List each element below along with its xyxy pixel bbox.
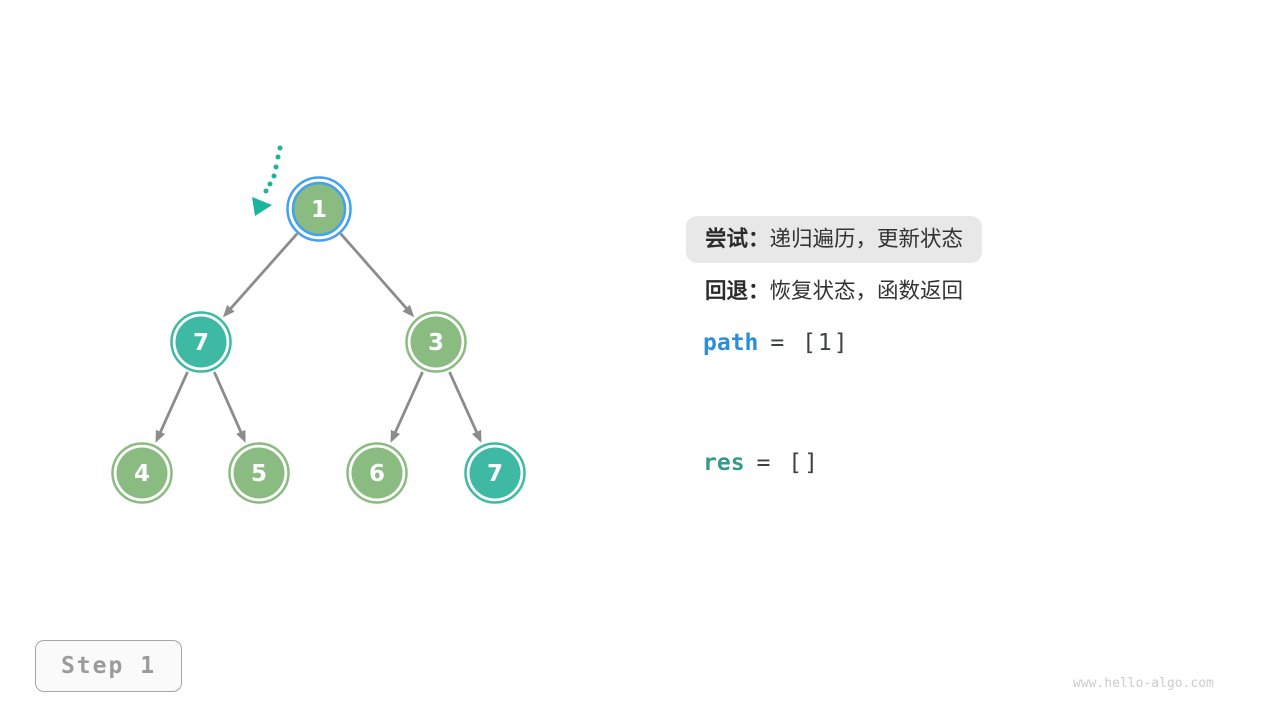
tree-edge bbox=[448, 371, 478, 434]
tree-edge bbox=[213, 371, 243, 434]
tree-node-label: 7 bbox=[193, 330, 209, 356]
legend-try-text: 递归遍历，更新状态 bbox=[769, 227, 964, 251]
tree-node bbox=[175, 316, 227, 368]
tree-edge-arrowhead bbox=[471, 429, 482, 443]
res-variable-name: res bbox=[703, 450, 745, 476]
tree-edge-arrowhead bbox=[236, 429, 246, 443]
path-state: path = [1] bbox=[703, 327, 850, 359]
tree-edge-arrowhead bbox=[155, 429, 166, 443]
tree-node bbox=[233, 447, 285, 499]
res-state: res = [] bbox=[703, 447, 820, 479]
pointer-dot bbox=[275, 154, 281, 160]
path-variable-name: path bbox=[703, 330, 759, 356]
tree-edge-arrowhead bbox=[402, 304, 415, 318]
tree-edge bbox=[159, 371, 189, 434]
tree-edge bbox=[340, 233, 408, 310]
tree-edge bbox=[394, 371, 424, 434]
res-variable-value: = [] bbox=[756, 450, 820, 476]
watermark: www.hello-algo.com bbox=[1073, 676, 1214, 691]
tree-node bbox=[410, 316, 462, 368]
tree-node bbox=[291, 181, 347, 237]
pointer-dot bbox=[267, 181, 273, 187]
path-variable-value: = [1] bbox=[770, 330, 850, 356]
tree-edge-arrowhead bbox=[222, 305, 235, 318]
binary-tree: 1 7 3 4 5 6 7 bbox=[111, 145, 526, 504]
pointer-dot bbox=[273, 164, 279, 170]
pointer-dot bbox=[271, 173, 277, 179]
legend-back-label: 回退： bbox=[705, 279, 770, 303]
tree-node bbox=[116, 447, 168, 499]
tree-node-label: 4 bbox=[134, 461, 150, 487]
pointer-dot bbox=[263, 188, 269, 194]
legend-try-label: 尝试： bbox=[705, 227, 770, 251]
pointer-arrowhead bbox=[252, 197, 272, 216]
pointer-dot bbox=[277, 145, 283, 151]
tree-node bbox=[351, 447, 403, 499]
legend-back-text: 恢复状态，函数返回 bbox=[769, 279, 964, 303]
legend-try: 尝试：递归遍历，更新状态 bbox=[686, 216, 983, 263]
tree-edge-arrowhead bbox=[390, 429, 401, 443]
step-badge-label: Step 1 bbox=[60, 653, 157, 679]
tree-node bbox=[469, 447, 521, 499]
tree-edge bbox=[229, 233, 298, 310]
tree-node-label: 3 bbox=[428, 330, 444, 356]
legend-back: 回退：恢复状态，函数返回 bbox=[705, 276, 963, 306]
tree-node-label: 7 bbox=[487, 461, 503, 487]
tree-node-label: 6 bbox=[369, 461, 385, 487]
tree-node-label: 5 bbox=[251, 461, 267, 487]
tree-node-label: 1 bbox=[311, 197, 327, 223]
step-badge: Step 1 bbox=[35, 640, 182, 692]
